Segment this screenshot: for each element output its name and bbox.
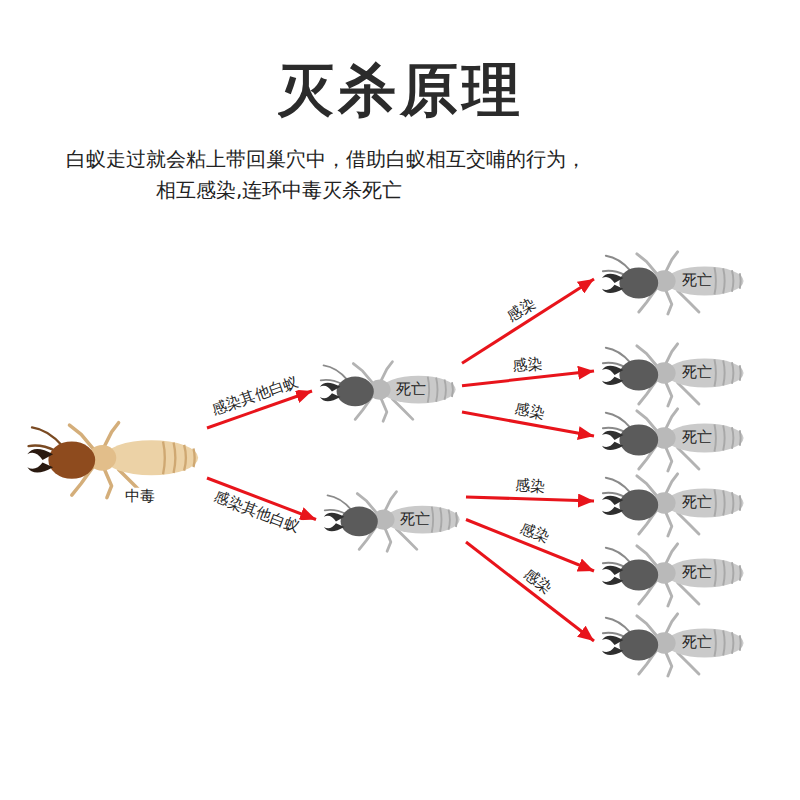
dead-termite [602, 544, 744, 606]
dead-termite [324, 492, 460, 552]
termite-status: 死亡 [679, 429, 715, 446]
arrow-label: 感染其他白蚁 [210, 487, 304, 536]
dead-termite-node: 死亡 [594, 247, 746, 311]
dead-termite [602, 614, 744, 676]
diagram-title: 灭杀原理 [0, 52, 800, 130]
arrow-label: 感染 [512, 400, 548, 422]
infection-arrow [462, 279, 594, 363]
dead-termite [602, 344, 744, 406]
termite-status: 死亡 [393, 381, 429, 398]
termite-status: 死亡 [679, 272, 715, 289]
subtitle-line: 相互感染,连环中毒灭杀死亡 [156, 177, 402, 204]
arrow-label: 感染 [502, 294, 540, 326]
termite-status: 中毒 [122, 488, 158, 505]
dead-termite-node: 死亡 [594, 404, 746, 468]
infection-arrow [466, 542, 594, 641]
dead-termite-node: 死亡 [594, 339, 746, 403]
termite-status: 死亡 [679, 634, 715, 651]
dead-termite-node: 死亡 [312, 352, 462, 427]
dead-termite [320, 362, 456, 422]
arrow-label: 感染 [513, 477, 547, 495]
dead-termite-node: 死亡 [594, 539, 746, 603]
termite-status: 死亡 [679, 364, 715, 381]
dead-termite [602, 409, 744, 471]
arrow-label: 感染 [509, 355, 545, 375]
infection-arrow [466, 497, 594, 501]
dead-termite [602, 252, 744, 314]
poisoned-termite-node: 中毒 [22, 410, 207, 510]
poisoned-termite [27, 423, 198, 498]
dead-termite [602, 474, 744, 536]
arrow-label: 感染 [519, 564, 556, 598]
dead-termite-node: 死亡 [594, 609, 746, 673]
termite-status: 死亡 [397, 511, 433, 528]
infection-arrow [466, 520, 594, 572]
termite-status: 死亡 [679, 564, 715, 581]
dead-termite-node: 死亡 [316, 482, 466, 557]
infection-arrow [462, 371, 594, 386]
termite-status: 死亡 [679, 494, 715, 511]
subtitle-line: 白蚁走过就会粘上带回巢穴中，借助白蚁相互交哺的行为， [66, 146, 586, 173]
dead-termite-node: 死亡 [594, 469, 746, 533]
